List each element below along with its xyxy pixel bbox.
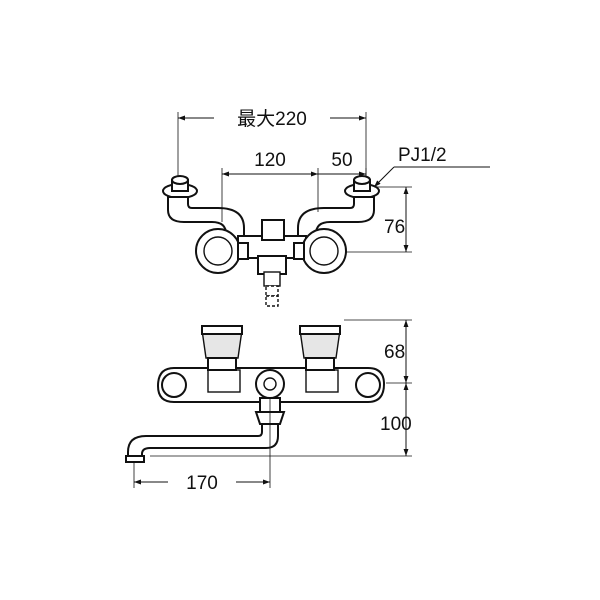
dim-center-spacing-label: 120: [254, 150, 286, 171]
dim-spout-reach: 170: [133, 398, 271, 494]
dim-max-width: 最大220: [177, 108, 367, 176]
front-view: 68 100 170: [125, 319, 412, 494]
dim-spout-drop: 100: [150, 383, 412, 457]
dim-elbow-height-label: 76: [384, 217, 405, 238]
dim-offset-label: 50: [331, 150, 352, 171]
left-handle-front: [201, 325, 243, 371]
right-inlet-elbow: [297, 175, 380, 241]
spout: [125, 423, 279, 463]
dim-center-spacing: 120: [221, 150, 319, 222]
spout-pivot: [254, 369, 286, 425]
right-handle-top: [293, 228, 347, 274]
right-handle-front: [299, 325, 341, 371]
dim-offset: 50: [318, 150, 367, 177]
dim-elbow-height: 76: [346, 186, 412, 253]
top-view: 最大220 120 50 PJ1/2 76: [162, 108, 490, 307]
center-body: [237, 219, 307, 307]
thread-spec-leader: PJ1/2: [373, 145, 490, 188]
dim-spout-drop-label: 100: [380, 414, 412, 435]
dim-handle-height-label: 68: [384, 342, 405, 363]
left-handle-top: [195, 228, 249, 274]
dim-max-width-label: 最大220: [237, 108, 307, 130]
left-inlet-elbow: [162, 175, 245, 241]
thread-spec-label: PJ1/2: [398, 145, 447, 166]
dim-spout-reach-label: 170: [186, 473, 218, 494]
